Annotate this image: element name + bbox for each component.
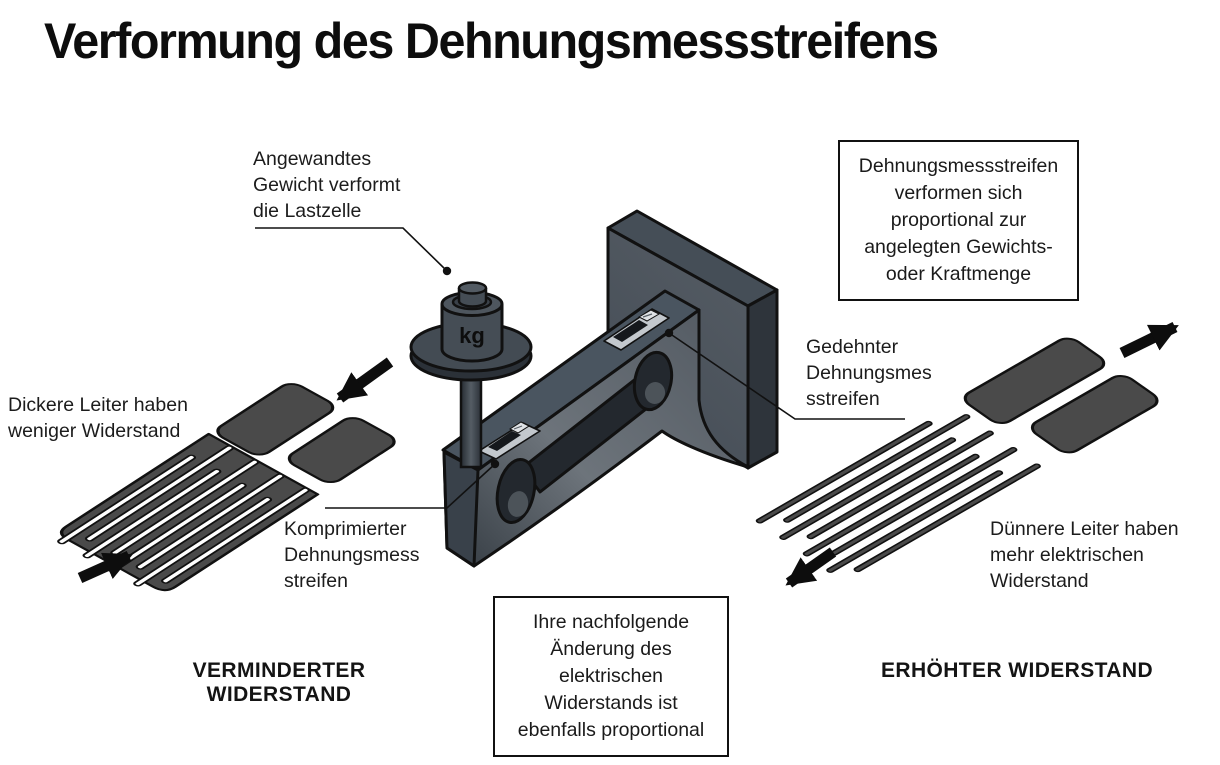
beam-gauge-left — [478, 421, 541, 460]
wall-plate-side-face — [746, 288, 779, 470]
note-proportional-resistance: Ihre nachfolgende Änderung des elektrisc… — [493, 596, 729, 757]
weight-assembly: kg — [409, 281, 533, 469]
weight-cylinder — [440, 304, 504, 363]
compress-arrow-bottom-icon — [77, 550, 133, 584]
leader-dot-stretched-gauge — [664, 328, 674, 338]
compressed-gauge-slots — [57, 445, 310, 587]
load-cell-beam — [441, 289, 750, 568]
leader-compressed-gauge — [325, 463, 496, 509]
weight-kg-label: kg — [459, 323, 485, 348]
note-proportional-deformation: Dehnungsmessstreifen verformen sich prop… — [838, 140, 1079, 301]
label-applied-weight: Angewandtes Gewicht verformt die Lastzel… — [253, 148, 401, 222]
beam-gauge-right — [603, 308, 670, 351]
stretched-gauge-traces — [755, 414, 1041, 573]
force-arrows — [77, 322, 1179, 588]
stretch-arrow-bottom-icon — [785, 547, 837, 588]
leader-stretched-gauge — [668, 332, 905, 420]
weight-rod — [459, 370, 483, 469]
leader-dot-compressed-gauge — [490, 459, 500, 469]
beam-cutout — [495, 350, 674, 525]
stretched-strain-gauge — [755, 337, 1159, 573]
caption-decreased-resistance: VERMINDERTER WIDERSTAND — [192, 659, 366, 706]
compress-arrow-top-icon — [336, 357, 394, 403]
label-thicker-conductors: Dickere Leiter haben weniger Widerstand — [8, 394, 188, 442]
caption-increased-resistance: ERHÖHTER WIDERSTAND — [880, 659, 1154, 682]
leader-applied-weight — [255, 227, 448, 272]
leader-lines — [255, 227, 905, 509]
compressed-strain-gauge — [57, 383, 396, 592]
beam-end-cap — [442, 450, 480, 568]
stretch-arrow-top-icon — [1119, 322, 1179, 358]
label-thinner-conductors: Dünnere Leiter haben mehr elektrischen W… — [990, 518, 1179, 592]
label-stretched-gauge: Gedehnter Dehnungsmes sstreifen — [806, 336, 932, 410]
page-title: Verformung des Dehnungsmessstreifens — [44, 13, 939, 69]
weight-knob-top — [457, 281, 488, 295]
label-compressed-gauge: Komprimierter Dehnungsmess streifen — [284, 518, 420, 592]
leader-dot-applied-weight — [442, 266, 452, 276]
